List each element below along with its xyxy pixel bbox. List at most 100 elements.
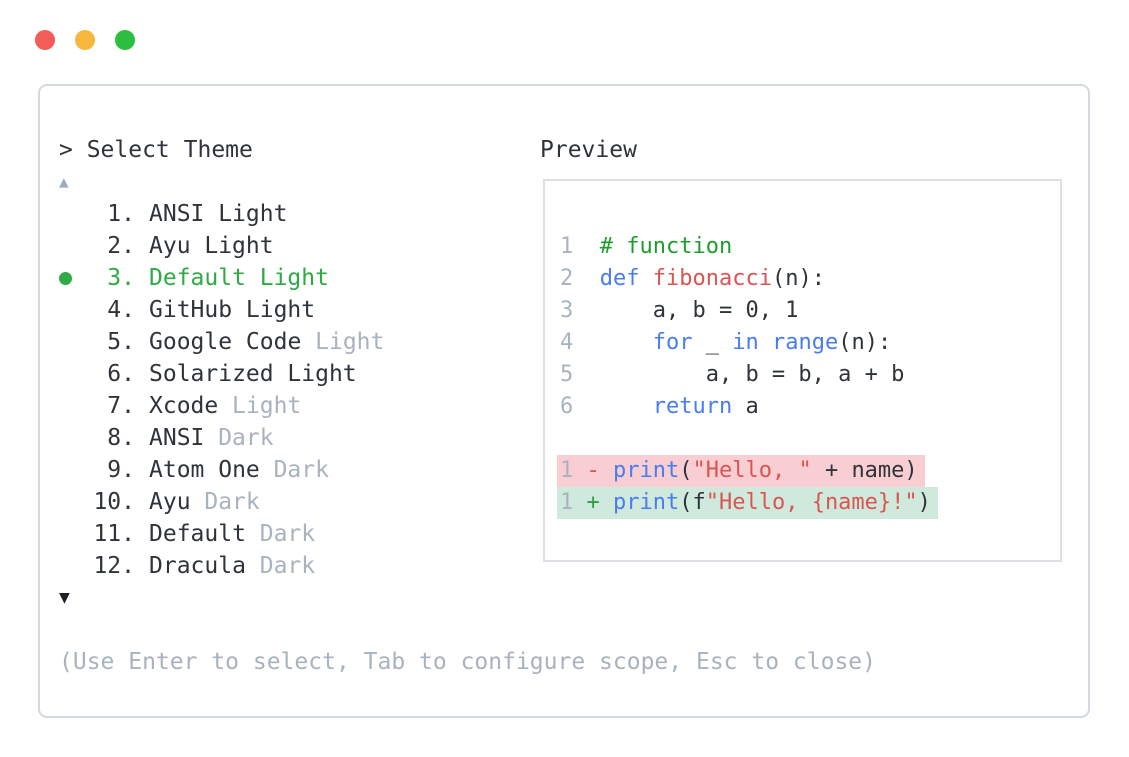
theme-name: Default (149, 265, 246, 291)
code-token: 1 (560, 234, 600, 259)
code-token: print (613, 490, 680, 515)
preview-label: Preview (540, 137, 637, 163)
scroll-down-indicator-icon[interactable]: ▼ (59, 587, 70, 608)
theme-name: ANSI (149, 201, 205, 227)
theme-option-label: Solarized Light (149, 361, 357, 387)
help-text: (Use Enter to select, Tab to configure s… (59, 649, 876, 675)
theme-option-number: 5. (107, 329, 135, 355)
close-window-button[interactable] (35, 30, 55, 50)
code-token: range (771, 330, 839, 355)
theme-option-label: GitHub Light (149, 297, 315, 323)
code-token: for (652, 330, 693, 355)
code-token: + (586, 490, 600, 515)
theme-variant: Light (218, 201, 288, 227)
select-theme-prompt: > Select Theme (59, 137, 253, 163)
code-token (600, 330, 653, 355)
code-line: 5 a, b = b, a + b (560, 359, 938, 391)
code-token: + name) (811, 458, 918, 483)
theme-variant: Light (232, 393, 302, 419)
code-token: 2 (560, 266, 600, 291)
code-token: (f (679, 490, 706, 515)
theme-name: Solarized (149, 361, 274, 387)
theme-option-number: 12. (93, 553, 135, 579)
code-line: 3 a, b = 0, 1 (560, 295, 938, 327)
theme-option-number: 2. (107, 233, 135, 259)
code-token (600, 394, 653, 419)
theme-variant: Light (315, 329, 385, 355)
theme-option-label: Ayu Dark (149, 489, 260, 515)
code-token: in (732, 330, 759, 355)
code-token: a, b = b, a + b (599, 362, 905, 387)
theme-option-number: 9. (107, 457, 135, 483)
code-token: 5 (560, 362, 600, 387)
theme-option-ansi-light[interactable]: 1. ANSI Light (59, 198, 876, 230)
code-line: 4 for _ in range(n): (560, 327, 938, 359)
theme-name: Dracula (149, 553, 246, 579)
theme-name: Atom One (149, 457, 260, 483)
code-token: _ (692, 330, 733, 355)
zoom-window-button[interactable] (115, 30, 135, 50)
theme-variant: Light (204, 233, 274, 259)
diff-highlight-removed: 1 - print("Hello, " + name) (557, 455, 925, 487)
code-token: a, b = 0, 1 (599, 298, 799, 323)
theme-option-solarized-light[interactable]: 6. Solarized Light (59, 358, 876, 390)
code-token: "Hello, {name}!" (705, 490, 918, 515)
theme-variant: Light (259, 265, 329, 291)
theme-option-xcode-light[interactable]: 7. Xcode Light (59, 390, 876, 422)
theme-option-default-light[interactable]: 3. Default Light (59, 262, 876, 294)
code-token: ( (679, 458, 693, 483)
theme-variant: Dark (218, 425, 274, 451)
theme-option-label: ANSI Dark (149, 425, 274, 451)
theme-option-number: 3. (107, 265, 135, 291)
code-token: # function (599, 234, 733, 259)
selected-dot-icon (59, 271, 72, 285)
theme-option-number: 8. (107, 425, 135, 451)
theme-name: Google Code (149, 329, 302, 355)
code-line: 2 def fibonacci(n): (560, 263, 938, 295)
theme-name: GitHub (149, 297, 233, 323)
code-token: 1 (560, 490, 587, 515)
theme-option-ansi-dark[interactable]: 8. ANSI Dark (59, 422, 876, 454)
code-token: fibonacci (652, 266, 772, 291)
code-token: def (599, 266, 640, 291)
code-token: 1 (560, 458, 587, 483)
theme-variant: Light (245, 297, 316, 323)
scroll-up-indicator-icon[interactable]: ▲ (59, 172, 69, 191)
theme-option-label: Default Light (149, 265, 329, 291)
code-token (600, 490, 613, 515)
theme-variant: Dark (259, 553, 316, 579)
theme-option-number: 1. (107, 201, 135, 227)
minimize-window-button[interactable] (75, 30, 95, 50)
theme-name: ANSI (149, 425, 205, 451)
theme-variant: Dark (204, 489, 260, 515)
selected-indicator-dot (59, 271, 93, 285)
theme-option-atom-one-dark[interactable]: 9. Atom One Dark (59, 454, 876, 486)
theme-option-label: Atom One Dark (149, 457, 329, 483)
code-line: 6 return a (560, 391, 938, 423)
theme-option-dracula-dark[interactable]: 12. Dracula Dark (59, 550, 876, 582)
code-token (759, 330, 772, 355)
theme-option-number: 7. (107, 393, 135, 419)
code-token: - (586, 458, 600, 483)
theme-name: Xcode (149, 393, 219, 419)
theme-option-google-code-light[interactable]: 5. Google Code Light (59, 326, 876, 358)
theme-name: Ayu (149, 489, 191, 515)
theme-option-label: Google Code Light (149, 329, 384, 355)
theme-option-number: 6. (107, 361, 135, 387)
theme-variant: Dark (273, 457, 329, 483)
code-line (560, 423, 938, 455)
theme-name: Default (149, 521, 246, 547)
code-token (640, 266, 653, 291)
spacer-line (59, 614, 876, 646)
code-token: 3 (560, 298, 600, 323)
theme-option-label: Dracula Dark (149, 553, 315, 579)
theme-variant: Light (287, 361, 357, 387)
